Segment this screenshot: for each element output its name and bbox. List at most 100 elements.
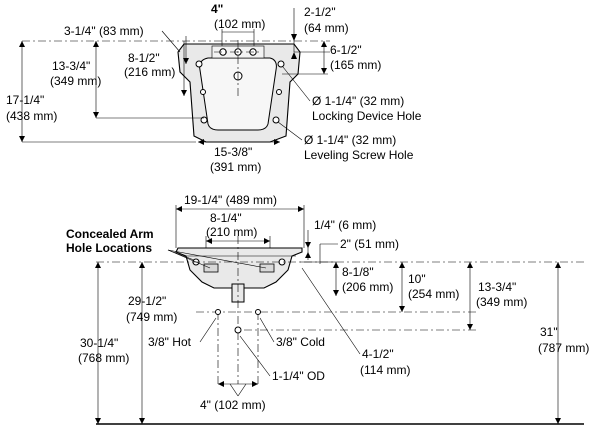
- hot-supply-point: [215, 309, 221, 315]
- arrow-31-bot: [555, 418, 561, 424]
- arrow-8-1-8-bot: [333, 290, 339, 296]
- arrow-13-3-4-front-bot: [467, 324, 473, 330]
- label-216mm: (216 mm): [124, 65, 175, 79]
- label-787mm: (787 mm): [538, 341, 589, 355]
- v-mark-right: [237, 383, 247, 397]
- label-3-1-4: 3-1/4" (83 mm): [64, 24, 144, 38]
- label-13-3-4-top: 13-3/4": [52, 59, 90, 73]
- label-4in-bottom: 4" (102 mm): [200, 398, 266, 412]
- arrow-6-1-2-bot: [321, 68, 327, 74]
- label-19-1-4: 19-1/4" (489 mm): [184, 193, 277, 207]
- label-leveling-dia: Ø 1-1/4" (32 mm): [304, 133, 396, 147]
- arrow-4in-bottom-right: [252, 381, 258, 387]
- top-view: 4" (102 mm) 2-1/2" (64 mm) 3-1/4" (83 mm…: [6, 2, 422, 174]
- arm-hole-right: [276, 89, 282, 95]
- label-locking-dia: Ø 1-1/4" (32 mm): [312, 94, 404, 108]
- arrow-19-1-4-right: [298, 206, 304, 212]
- arrow-13-3-4-front-top: [467, 262, 473, 268]
- locking-device-hole-left: [195, 60, 203, 68]
- label-254mm: (254 mm): [408, 287, 459, 301]
- arrow-1-4-b: [305, 252, 311, 258]
- label-438mm: (438 mm): [6, 109, 57, 123]
- leader-leveling: [277, 121, 303, 141]
- label-102mm-top: (102 mm): [214, 17, 265, 31]
- label-17-1-4: 17-1/4": [6, 93, 44, 107]
- label-8-1-4: 8-1/4": [210, 211, 242, 225]
- arrow-4in-bottom-left: [218, 381, 224, 387]
- arm-bracket-left: [203, 263, 219, 273]
- arrow-31-top: [555, 262, 561, 268]
- label-349mm-front: (349 mm): [476, 295, 527, 309]
- label-10in: 10": [408, 272, 426, 286]
- arrow-13-3-4-top: [93, 41, 99, 47]
- arrow-2-1-2-bot: [291, 52, 297, 59]
- arrow-8-1-8-top: [333, 262, 339, 268]
- arrow-15-3-8-right: [274, 139, 280, 145]
- arrow-15-3-8-left: [198, 139, 204, 145]
- label-1-4: 1/4" (6 mm): [314, 218, 376, 232]
- label-cold: 3/8" Cold: [276, 335, 325, 349]
- label-165mm: (165 mm): [330, 58, 381, 72]
- arm-hole-left: [200, 89, 206, 95]
- leveling-screw-hole-left: [200, 116, 208, 124]
- arrow-8-1-4-right: [264, 238, 270, 244]
- label-206mm: (206 mm): [342, 280, 393, 294]
- arrow-29-1-2-bot: [139, 418, 145, 424]
- cold-supply-point: [255, 309, 261, 315]
- label-4in-top: 4": [211, 2, 223, 16]
- arrow-3-1-4-bot: [183, 58, 189, 64]
- arrow-10-top: [399, 262, 405, 268]
- leader-3-1-4: [161, 30, 181, 53]
- arrow-1-4-a: [305, 242, 311, 248]
- label-391mm: (391 mm): [210, 160, 261, 174]
- front-view: 19-1/4" (489 mm) 8-1/4" (210 mm) Conceal…: [66, 193, 589, 425]
- label-concealed-arm: Concealed Arm: [66, 227, 154, 241]
- leader-locking: [282, 66, 311, 102]
- leveling-screw-hole-right: [272, 116, 280, 124]
- label-114mm: (114 mm): [360, 363, 410, 377]
- arrow-30-1-4-bot: [95, 418, 101, 424]
- label-749mm: (749 mm): [126, 310, 177, 324]
- outlet-point: [234, 326, 242, 334]
- label-13-3-4-front: 13-3/4": [478, 280, 516, 294]
- arrow-17-1-4-bot: [19, 136, 25, 142]
- label-210mm: (210 mm): [206, 225, 257, 239]
- arrow-10-bot: [399, 306, 405, 312]
- leader-concealed-2: [167, 249, 211, 269]
- label-6-1-2: 6-1/2": [330, 43, 362, 57]
- leader-od: [239, 335, 271, 377]
- leader-hot: [199, 317, 217, 343]
- front-view-fixture-body: [175, 247, 303, 289]
- leader-4-1-2: [301, 267, 361, 355]
- arrow-8-1-4-left: [206, 238, 212, 244]
- label-4-1-2: 4-1/2": [362, 347, 394, 361]
- arrow-19-1-4-left: [176, 206, 182, 212]
- label-768mm: (768 mm): [78, 351, 129, 365]
- leader-concealed-3: [167, 249, 267, 269]
- label-locking-device-hole: Locking Device Hole: [312, 109, 422, 123]
- arrow-17-1-4-top: [19, 41, 25, 47]
- label-8-1-8: 8-1/8": [342, 265, 374, 279]
- label-29-1-2: 29-1/2": [128, 294, 166, 308]
- arrow-30-1-4-top: [95, 262, 101, 268]
- label-8-1-2: 8-1/2": [128, 51, 160, 65]
- arrow-8-1-2-bot: [181, 90, 187, 96]
- arrow-6-1-2-top: [321, 41, 327, 47]
- label-od: 1-1/4" OD: [272, 369, 325, 383]
- label-64mm: (64 mm): [304, 21, 349, 35]
- v-mark-left: [229, 383, 239, 397]
- arrow-2-1-2-top: [291, 34, 297, 41]
- arrow-13-3-4-bot: [93, 112, 99, 118]
- label-hole-locations: Hole Locations: [66, 241, 152, 255]
- label-349mm-top: (349 mm): [50, 74, 101, 88]
- label-31in: 31": [540, 325, 558, 339]
- leader-cold: [259, 317, 275, 343]
- label-2in: 2" (51 mm): [340, 237, 399, 251]
- locking-device-hole-right: [277, 60, 285, 68]
- label-2-1-2: 2-1/2": [304, 5, 336, 19]
- label-15-3-8: 15-3/8": [214, 145, 252, 159]
- label-30-1-4: 30-1/4": [80, 336, 118, 350]
- label-hot: 3/8" Hot: [148, 335, 192, 349]
- arm-bracket-right: [259, 263, 275, 273]
